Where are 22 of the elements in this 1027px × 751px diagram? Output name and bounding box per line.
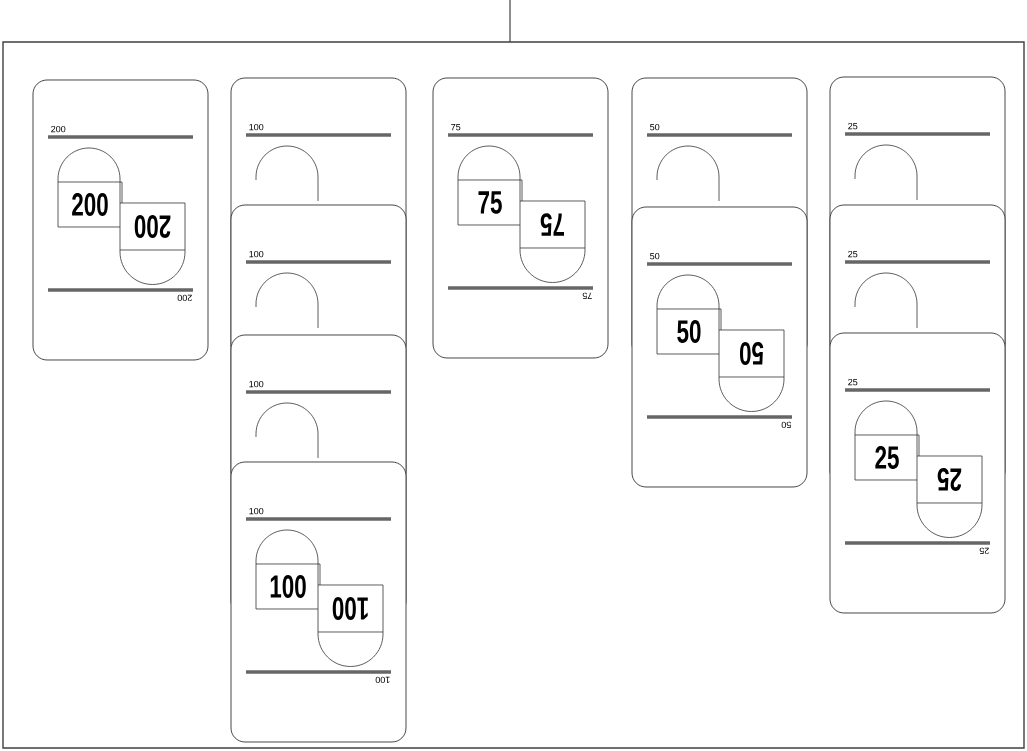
frame xyxy=(2,41,1025,749)
corner-value: 25 xyxy=(848,122,858,130)
corner-value: 75 xyxy=(451,124,461,131)
corner-value: 25 xyxy=(848,250,858,258)
corner-value: 50 xyxy=(650,123,660,131)
corner-value: 75 xyxy=(582,292,592,299)
corner-value: 50 xyxy=(650,252,660,260)
corner-value: 100 xyxy=(249,250,264,258)
value-box: 100 xyxy=(317,584,384,633)
corner-value: 50 xyxy=(781,421,791,429)
value-box: 50 xyxy=(718,329,785,378)
corner-value: 25 xyxy=(848,378,858,386)
corner-value: 100 xyxy=(249,380,264,388)
corner-value: 200 xyxy=(51,125,66,133)
corner-value: 25 xyxy=(979,547,989,555)
corner-value: 100 xyxy=(249,123,264,131)
value-box: 200 xyxy=(119,202,186,251)
value-box: 25 xyxy=(916,455,983,504)
corner-value: 100 xyxy=(375,676,390,684)
value-box: 75 xyxy=(519,200,586,249)
corner-value: 200 xyxy=(177,294,192,302)
corner-value: 100 xyxy=(249,507,264,515)
